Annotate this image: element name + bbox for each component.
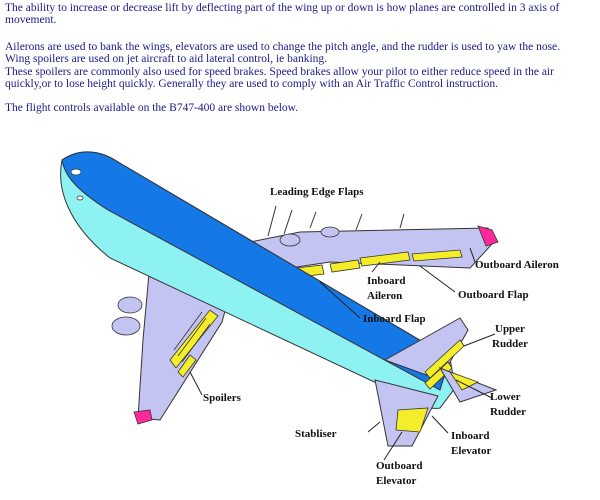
- intro-paragraph-2: Ailerons are used to bank the wings, ele…: [5, 41, 561, 53]
- leading-edge-flap-struts: [267, 205, 405, 237]
- left-engines: [111, 296, 143, 336]
- cockpit-windows: [70, 168, 84, 201]
- intro-paragraph-5: The flight controls available on the B74…: [5, 102, 299, 114]
- label-leading-edge-flaps: Leading Edge Flaps: [270, 186, 364, 198]
- right-wingtip: [477, 225, 499, 247]
- intro-paragraph-1: The ability to increase or decrease lift…: [5, 2, 560, 26]
- label-upper-rudder-line1: Upper: [495, 323, 525, 335]
- label-outboard-elevator-line2: Elevator: [376, 475, 416, 487]
- intro-paragraph-3: Wing spoilers are used on jet aircraft t…: [5, 53, 328, 65]
- tail: [374, 317, 498, 447]
- left-wingtip: [133, 409, 153, 425]
- label-outboard-aileron: Outboard Aileron: [475, 259, 559, 271]
- leader-lines: [189, 247, 496, 461]
- intro-paragraph-4: These spoilers are commonly also used fo…: [5, 66, 554, 90]
- left-elevators: [395, 407, 429, 433]
- label-upper-rudder-line2: Rudder: [492, 338, 528, 350]
- label-stabliser: Stabliser: [295, 428, 337, 440]
- label-outboard-elevator-line1: Outboard: [376, 460, 422, 472]
- label-lower-rudder-line2: Rudder: [490, 406, 526, 418]
- label-inboard-elevator-line2: Elevator: [451, 445, 491, 457]
- right-wing: [233, 205, 499, 280]
- label-spoilers: Spoilers: [203, 392, 242, 404]
- right-elevators: [448, 371, 480, 391]
- label-inboard-flap: Inboard Flap: [363, 313, 426, 325]
- label-inboard-aileron-line1: Inboard: [367, 275, 406, 287]
- label-inboard-aileron-line2: Aileron: [367, 290, 402, 302]
- left-spoilers-flaps: [169, 309, 219, 378]
- label-inboard-elevator-line1: Inboard: [451, 430, 490, 442]
- left-spoiler-panels: [173, 311, 211, 363]
- label-lower-rudder-line1: Lower: [490, 391, 521, 403]
- label-outboard-flap: Outboard Flap: [458, 289, 529, 301]
- right-engines: [279, 226, 340, 247]
